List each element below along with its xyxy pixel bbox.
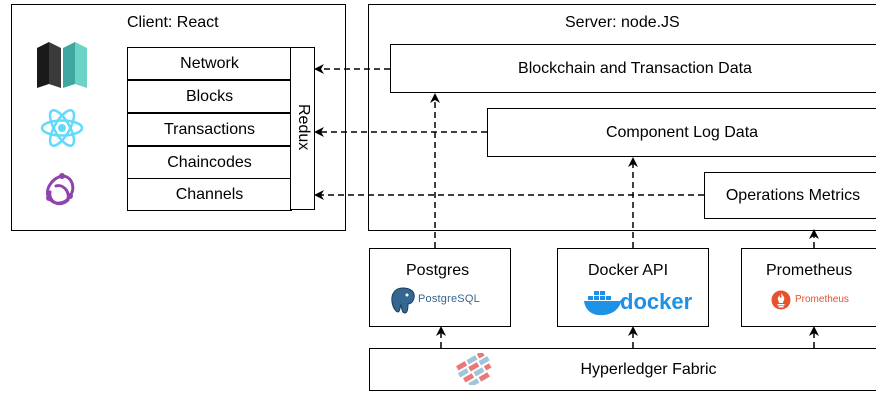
prometheus-title: Prometheus bbox=[766, 262, 853, 279]
client-item-blocks: Blocks bbox=[127, 80, 292, 113]
postgres-logo-text: PostgreSQL bbox=[418, 293, 480, 305]
blockchain-transaction-data-label: Blockchain and Transaction Data bbox=[518, 59, 752, 77]
blockchain-transaction-data-box: Blockchain and Transaction Data bbox=[390, 44, 876, 93]
redux-saga-icon bbox=[46, 173, 75, 206]
client-item-chaincodes: Chaincodes bbox=[127, 146, 292, 179]
postgresql-elephant-icon bbox=[391, 287, 415, 314]
server-title: Server: node.JS bbox=[565, 14, 680, 31]
mobx-state-tree-icon bbox=[37, 42, 87, 88]
prometheus-box bbox=[741, 248, 876, 327]
redux-box bbox=[290, 47, 315, 210]
prometheus-logo-text: Prometheus bbox=[795, 294, 849, 305]
postgres-box bbox=[369, 248, 511, 327]
client-react-box bbox=[11, 4, 346, 231]
docker-logo-text: docker bbox=[620, 289, 693, 314]
client-title: Client: React bbox=[127, 14, 219, 31]
component-log-data-box: Component Log Data bbox=[487, 108, 876, 157]
docker-api-title: Docker API bbox=[588, 262, 669, 279]
docker-api-box bbox=[557, 248, 709, 327]
component-log-data-label: Component Log Data bbox=[605, 123, 759, 141]
client-item-transactions: Transactions bbox=[127, 113, 292, 146]
redux-label: Redux bbox=[295, 104, 312, 151]
hyperledger-fabric-icon bbox=[456, 353, 492, 385]
operations-metrics-box: Operations Metrics bbox=[704, 172, 876, 219]
react-icon bbox=[40, 109, 84, 147]
client-item-channels: Channels bbox=[127, 178, 292, 211]
docker-whale-icon bbox=[584, 291, 625, 316]
hyperledger-fabric-label: Hyperledger Fabric bbox=[580, 360, 717, 378]
postgres-title: Postgres bbox=[406, 262, 470, 279]
client-item-network: Network bbox=[127, 47, 292, 80]
prometheus-flame-icon bbox=[771, 290, 791, 310]
server-nodejs-box bbox=[368, 4, 876, 231]
hyperledger-fabric-box: Hyperledger Fabric bbox=[369, 348, 876, 391]
operations-metrics-label: Operations Metrics bbox=[725, 186, 861, 204]
